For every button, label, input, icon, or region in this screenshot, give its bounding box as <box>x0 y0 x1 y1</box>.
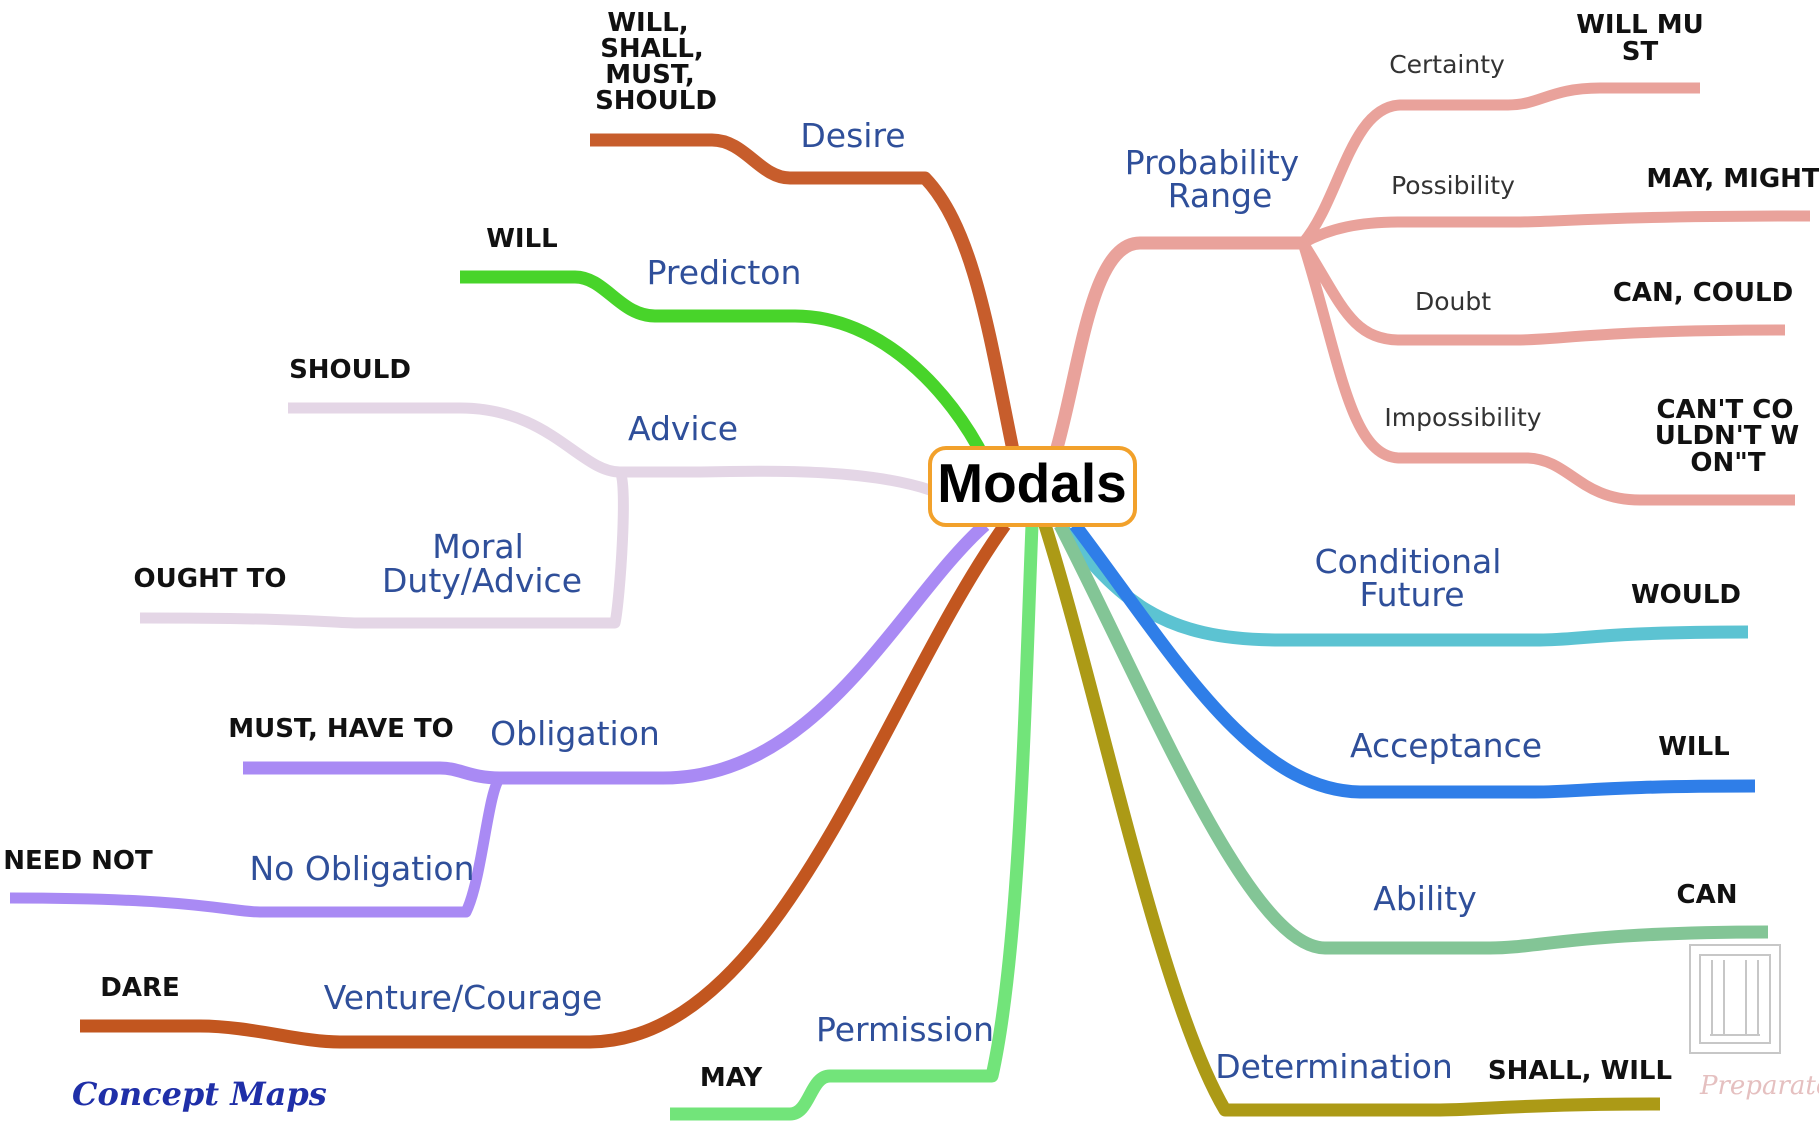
center-label: Modals <box>937 452 1126 514</box>
probability-label-line1: Probability <box>1125 143 1299 182</box>
venture-branch <box>80 521 1011 1049</box>
desire-branch <box>590 133 1022 462</box>
moral-modal: OUGHT TO <box>134 564 287 594</box>
doubt-label: Doubt <box>1415 287 1491 316</box>
watermark-emblem-icon <box>1689 944 1781 1054</box>
venture-modal: DARE <box>100 973 180 1003</box>
center-node <box>928 446 1137 527</box>
determination-label: Determination <box>1215 1047 1453 1086</box>
obligation-branch <box>243 520 990 785</box>
desire-modal-line3: MUST, <box>605 60 695 90</box>
prediction-label: Predicton <box>647 253 802 292</box>
ability-modal: CAN <box>1677 880 1738 910</box>
desire-modal-line1: WILL, <box>607 8 688 38</box>
prediction-modal: WILL <box>486 224 558 254</box>
certainty-label: Certainty <box>1389 50 1505 79</box>
prediction-branch <box>460 270 991 463</box>
possibility-label: Possibility <box>1391 171 1515 200</box>
possibility-modal: MAY, MIGHT <box>1646 164 1819 194</box>
moral-branch <box>139 468 629 629</box>
advice-label: Advice <box>628 409 738 448</box>
obligation-modal: MUST, HAVE TO <box>228 714 454 744</box>
determination-modal: SHALL, WILL <box>1488 1056 1672 1086</box>
watermark-text: Preparato <box>1699 1071 1819 1101</box>
obligation-label: Obligation <box>490 714 660 753</box>
conditional-modal: WOULD <box>1631 580 1741 610</box>
no-obligation-label: No Obligation <box>249 849 474 888</box>
impossibility-modal-line2: ULDN'T W <box>1655 421 1799 451</box>
venture-label: Venture/Courage <box>324 978 603 1017</box>
possibility-branch <box>1300 210 1811 248</box>
acceptance-modal: WILL <box>1658 732 1730 762</box>
desire-modal-line4: SHOULD <box>595 86 717 116</box>
ability-label: Ability <box>1373 879 1477 918</box>
doubt-modal: CAN, COULD <box>1613 278 1793 308</box>
impossibility-branch <box>1297 241 1795 506</box>
no-obligation-modal: NEED NOT <box>3 846 153 876</box>
no-obligation-branch <box>9 774 505 918</box>
certainty-branch <box>1298 82 1700 247</box>
impossibility-modal-line3: ON"T <box>1690 448 1765 478</box>
certainty-modal-line1: WILL MU <box>1576 10 1704 40</box>
moral-label-line1: Moral <box>432 527 524 566</box>
probability-label-line2: Range <box>1168 176 1273 215</box>
probability-branch <box>1048 236 1303 457</box>
concept-maps-logo: Concept Maps <box>72 1075 327 1113</box>
impossibility-label: Impossibility <box>1384 403 1541 432</box>
doubt-branch <box>1298 240 1786 346</box>
determination-branch <box>1038 523 1661 1117</box>
certainty-modal-line2: ST <box>1622 37 1659 67</box>
conditional-label-line1: Conditional <box>1315 542 1502 581</box>
acceptance-branch <box>1069 521 1756 799</box>
desire-modal-line2: SHALL, <box>600 34 704 64</box>
permission-label: Permission <box>816 1010 994 1049</box>
conditional-label-line2: Future <box>1359 575 1464 614</box>
acceptance-label: Acceptance <box>1350 726 1542 765</box>
permission-branch <box>670 524 1039 1121</box>
moral-label-line2: Duty/Advice <box>382 561 582 600</box>
ability-branch <box>1054 522 1769 955</box>
desire-label: Desire <box>800 116 905 155</box>
impossibility-modal-line1: CAN'T CO <box>1657 395 1794 425</box>
advice-branch <box>288 402 932 496</box>
advice-modal: SHOULD <box>289 355 411 385</box>
permission-modal: MAY <box>700 1063 764 1093</box>
